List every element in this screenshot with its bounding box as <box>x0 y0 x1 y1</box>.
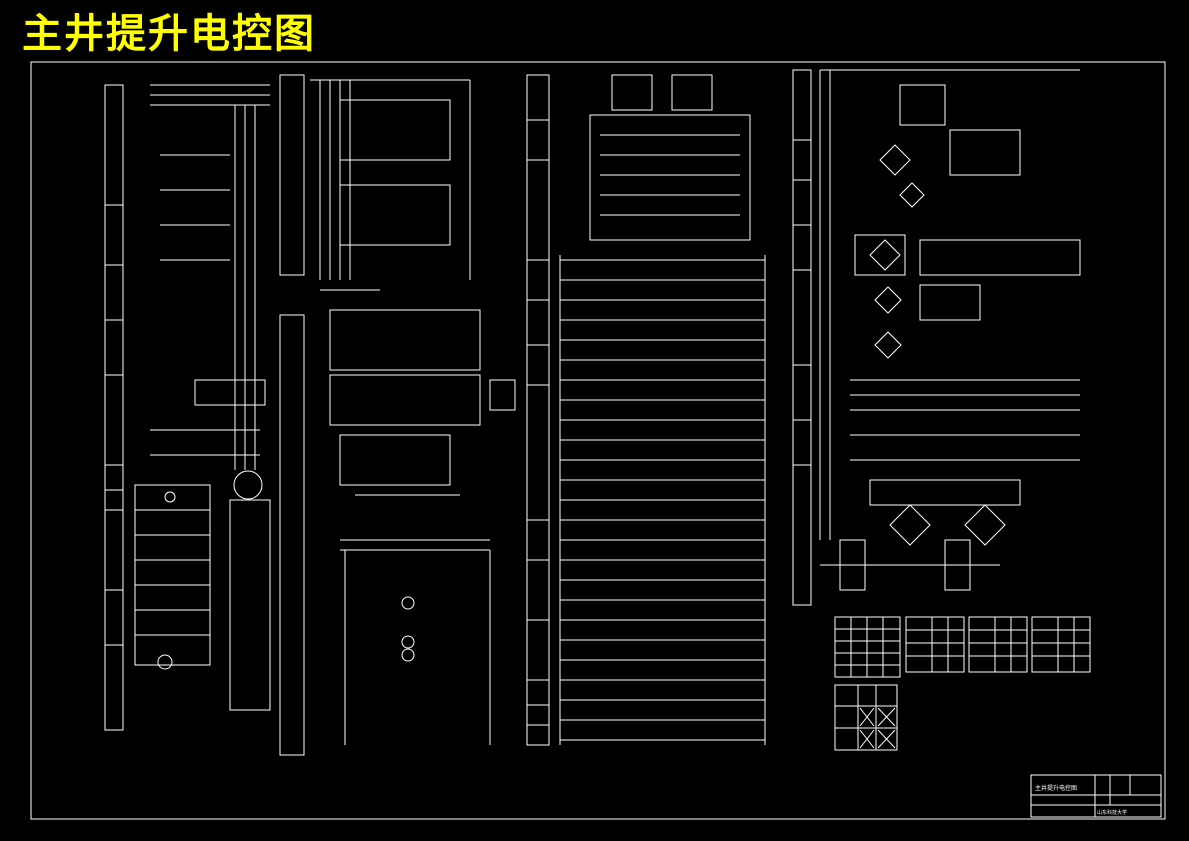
legend-column-3-dividers <box>527 119 549 726</box>
title-block-frame <box>1030 774 1162 818</box>
legend-column-2b <box>279 314 305 756</box>
legend-column-4 <box>792 69 812 606</box>
legend-column-1-dividers <box>105 204 123 646</box>
legend-column-1 <box>104 84 124 731</box>
converter-section <box>310 79 516 745</box>
logic-control-block-1 <box>589 74 751 241</box>
sheet-border <box>30 61 1166 820</box>
right-control-circuit <box>819 69 1081 591</box>
title-block-drawing-name: 主井提升电控图 <box>1035 785 1078 792</box>
main-motor-symbol <box>233 470 263 500</box>
legend-column-3 <box>526 74 550 746</box>
title-block-institution: 山东科技大学 <box>1097 810 1128 816</box>
legend-column-4-dividers <box>793 139 811 466</box>
drawing-title: 主井提升电控图 <box>22 11 316 57</box>
ladder-control-circuit <box>559 255 766 745</box>
sequence-table-2 <box>905 616 965 673</box>
switch-state-table <box>834 684 898 751</box>
sequence-table-4 <box>1031 616 1091 673</box>
sequence-table-1 <box>834 616 901 678</box>
title-block: 主井提升电控图 山东科技大学 <box>1031 775 1161 817</box>
sequence-table-3 <box>968 616 1028 673</box>
main-power-circuit <box>134 84 271 711</box>
legend-column-2 <box>279 74 305 276</box>
